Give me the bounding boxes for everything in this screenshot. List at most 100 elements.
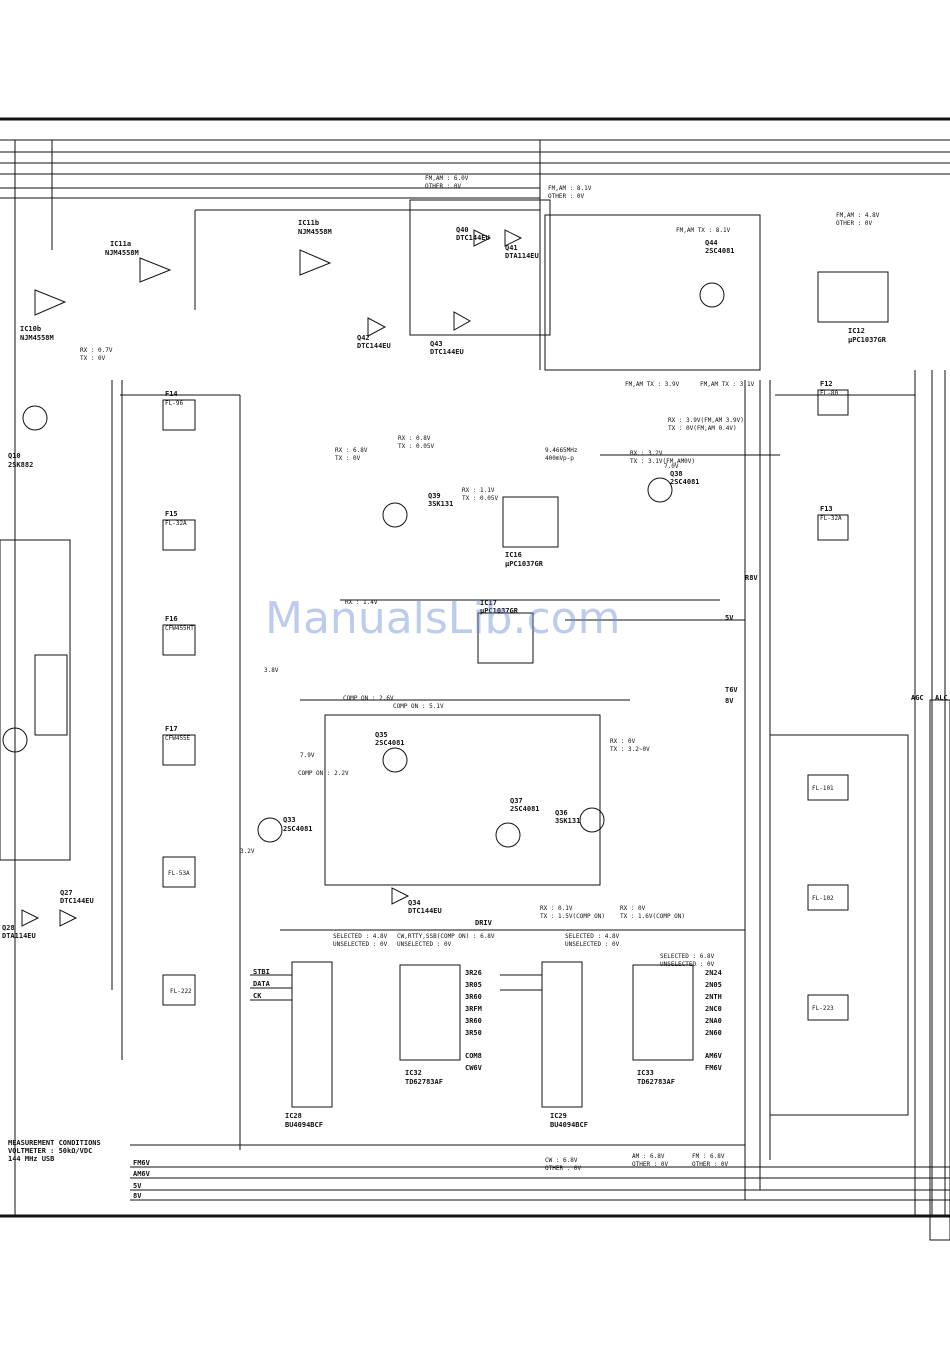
bus-label-group: FM6V AM6V 5V 8V — [133, 1159, 151, 1200]
q34-part: DTC144EU — [408, 907, 442, 915]
sig-5v: 5V — [725, 614, 734, 622]
vnote-3: OTHER : 0V — [548, 193, 585, 200]
sig-fm6v: FM6V — [705, 1064, 723, 1072]
snote-10: AM : 6.8V — [632, 1153, 665, 1160]
vnote-7: RX : 0.7V — [80, 347, 113, 354]
snote-2: CW,RTTY,SSB(COMP ON) : 6.8V — [397, 933, 495, 940]
bottom-bus-lines — [130, 1166, 950, 1201]
snote-13: OTHER : 0V — [692, 1161, 729, 1168]
f17-label: F17 — [165, 725, 178, 733]
vnote-30: FM,AM TX : 3.1V — [700, 381, 755, 388]
fm-am-box — [409, 199, 551, 336]
vnote-10: TX : 0V — [335, 455, 361, 462]
sig-3r50: 3R50 — [465, 1029, 482, 1037]
fl53a-label: FL-53A — [168, 870, 190, 877]
vnote-4: FM,AM TX : 8.1V — [676, 227, 731, 234]
vnote-13: RX : 1.1V — [462, 487, 495, 494]
sig-3r05: 3R05 — [465, 981, 482, 989]
q42-part: DTC144EU — [357, 342, 391, 350]
vnote-8: TX : 0V — [80, 355, 106, 362]
q10-label: Q10 — [8, 452, 21, 460]
fl222-label: FL-222 — [170, 988, 192, 995]
vnote-1: OTHER : 0V — [425, 183, 462, 190]
vnote-17: RX : 3.9V(FM,AM 3.9V) — [668, 417, 744, 424]
sig-ck: CK — [253, 992, 262, 1000]
q41-label: Q41 — [505, 244, 518, 252]
sig-driv: DRIV — [475, 919, 493, 927]
top-bus-lines — [0, 139, 950, 199]
vnote-32: 3.2V — [240, 848, 255, 855]
q40-label: Q40 — [456, 226, 469, 234]
ic29-part: BU4094BCF — [550, 1121, 588, 1129]
vnote-20: COMP ON : 2.6V — [343, 695, 394, 702]
fl102-label: FL-102 — [812, 895, 834, 902]
f12-part: FL-80 — [820, 390, 838, 397]
sig-3r60: 3R60 — [465, 993, 482, 1001]
q44-label: Q44 — [705, 239, 718, 247]
buffer-symbols — [21, 229, 523, 927]
snote-8: CW : 6.8V — [545, 1157, 578, 1164]
sig-3r26: 3R26 — [465, 969, 482, 977]
sig-2n60: 2N60 — [705, 1029, 722, 1037]
q38-label: Q38 — [670, 470, 683, 478]
sig-2nth: 2NTH — [705, 993, 722, 1001]
vnote-26: TX : 1.5V(COMP ON) — [540, 913, 605, 920]
sig-cw6v: CW6V — [465, 1064, 483, 1072]
f16-label: F16 — [165, 615, 178, 623]
vnote-34: 7.0V — [664, 463, 679, 470]
freq-line-1: 400mVp-p — [545, 455, 574, 462]
vnote-9: RX : 6.8V — [335, 447, 368, 454]
vnote-18: TX : 0V(FM,AM 0.4V) — [668, 425, 737, 432]
sig-2n05: 2N05 — [705, 981, 722, 989]
fl223-label: FL-223 — [812, 1005, 834, 1012]
f12-label: F12 — [820, 380, 833, 388]
ic28-label: IC28 — [285, 1112, 302, 1120]
q43-label: Q43 — [430, 340, 443, 348]
mixer-box — [544, 214, 761, 371]
vnote-31: 7.9V — [300, 752, 315, 759]
q36-label: Q36 — [555, 809, 568, 817]
sig-am6v: AM6V — [705, 1052, 723, 1060]
q42-label: Q42 — [357, 334, 370, 342]
ic32-part: TD62783AF — [405, 1078, 443, 1086]
q10-part: 2SK882 — [8, 461, 33, 469]
sig-alc: ALC — [935, 694, 948, 702]
vnote-6: OTHER : 0V — [836, 220, 873, 227]
selected-note-group: SELECTED : 4.8V UNSELECTED : 0V CW,RTTY,… — [333, 933, 729, 1172]
f14-part: FL-96 — [165, 400, 183, 407]
filter-label-group: F14 FL-96 F15 FL-32A F16 CFW455HT F17 CF… — [165, 380, 842, 1012]
ic11a-part: NJM4558M — [105, 249, 139, 257]
q33-label: Q33 — [283, 816, 296, 824]
vnote-14: TX : 0.05V — [462, 495, 499, 502]
q35-label: Q35 — [375, 731, 388, 739]
q39-part: 3SK131 — [428, 500, 453, 508]
ic-bodies — [34, 249, 889, 1108]
freq-note: 9.4665MHz 400mVp-p — [545, 447, 578, 462]
meas-line-2: 144 MHz USB — [8, 1155, 54, 1163]
snote-0: SELECTED : 4.8V — [333, 933, 388, 940]
vnote-2: FM,AM : 8.1V — [548, 185, 592, 192]
ic16-label: IC16 — [505, 551, 522, 559]
q40-part: DTC144EU — [456, 234, 490, 242]
ic17-label: IC17 — [480, 599, 497, 607]
q35-part: 2SC4081 — [375, 739, 405, 747]
watermark-text: ManualsLib.com — [265, 593, 620, 644]
filter-boxes-left — [162, 399, 196, 1006]
sig-agc: AGC — [911, 694, 924, 702]
vnote-23: RX : 0V — [610, 738, 636, 745]
q39-label: Q39 — [428, 492, 441, 500]
sig-data: DATA — [253, 980, 271, 988]
snote-11: OTHER : 0V — [632, 1161, 669, 1168]
transistor-label-group: Q10 2SK882 Q27 DTC144EU Q28 DTA114EU Q33… — [2, 226, 735, 940]
vnote-24: TX : 3.2~0V — [610, 746, 650, 753]
ic10b-part: NJM4558M — [20, 334, 54, 342]
snote-5: UNSELECTED : 0V — [565, 941, 620, 948]
transistor-symbols — [2, 282, 725, 848]
ic11b-label: IC11b — [298, 219, 319, 227]
vnote-27: RX : 0V — [620, 905, 646, 912]
vnote-15: RX : 3.2V — [630, 450, 663, 457]
f13-label: F13 — [820, 505, 833, 513]
snote-9: OTHER : 0V — [545, 1165, 582, 1172]
